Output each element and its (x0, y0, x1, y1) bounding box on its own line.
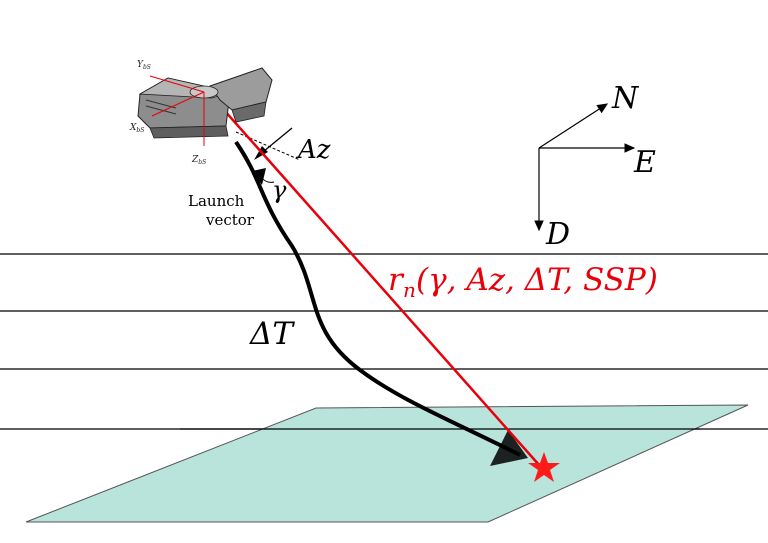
range-vector-symbol: r (388, 262, 405, 298)
launch-label-line2: vector (205, 211, 255, 229)
range-vector-line (207, 91, 541, 467)
body-y-label: YbS (137, 60, 151, 71)
gamma-label: γ (272, 176, 287, 204)
delta-t-label: ΔT (249, 316, 295, 352)
body-x-label: XbS (129, 123, 144, 134)
range-vector-subscript: n (403, 278, 416, 302)
ned-axes (534, 103, 636, 232)
launch-vector-arrowhead (252, 168, 266, 185)
seafloor-plane (25, 404, 749, 523)
azimuth-label: Az (296, 135, 331, 165)
sonar-launcher-device-icon (137, 67, 273, 139)
north-axis (538, 103, 609, 149)
trajectory-path (234, 140, 521, 457)
range-vector-args: (γ, Az, ΔT, SSP) (416, 262, 658, 298)
launch-label-line1: Launch (188, 192, 245, 210)
down-label: D (545, 217, 570, 252)
body-x-axis (151, 91, 205, 117)
body-y-axis (149, 75, 205, 93)
trajectory-arrowhead (490, 430, 528, 466)
north-label: N (611, 81, 640, 116)
body-frame-axes (149, 75, 205, 146)
range-vector-label: r n (γ, Az, ΔT, SSP) (388, 262, 658, 302)
gamma-arc (259, 175, 275, 183)
east-label: E (633, 145, 656, 180)
target-star-icon (528, 452, 560, 482)
body-z-label: ZbS (191, 155, 206, 166)
